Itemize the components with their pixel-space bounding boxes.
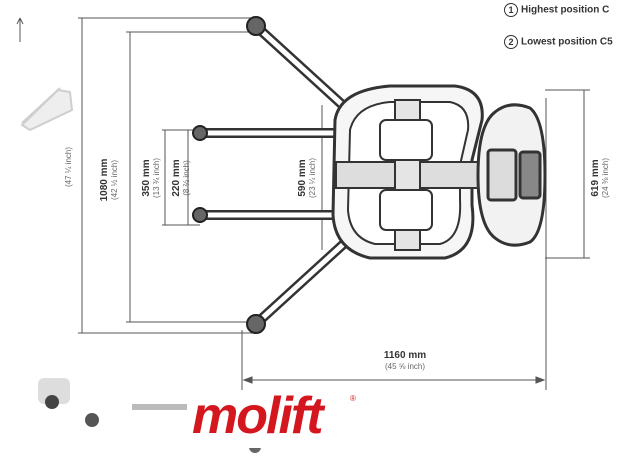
mast-width-label: 619 mm (24 ⅜ inch) [590,138,614,218]
leg-span-label: 350 mm (13 ¾ inch) [141,138,165,218]
lift-chassis [331,84,487,260]
outer-edge-inches: (47 ¼ inch) [64,146,73,188]
legend-text: Highest position C [521,4,610,16]
length-label: 1160 mm (45 ⅝ inch) [355,350,455,372]
overall-height-label: 1080 mm (42 ½ inch) [99,135,123,225]
inner-span-value: 220 mm [171,159,182,197]
lift-legs-inner [197,25,351,325]
width-center-label: 590 mm (23 ¼ inch) [297,133,321,223]
width-center-value: 590 mm [297,159,308,197]
mast-width-value: 619 mm [590,159,601,197]
inner-span-label: 220 mm (8 ⅔ inch) [171,138,195,218]
mast-width-inches: (24 ⅜ inch) [601,157,610,199]
legend-text: Lowest position C5 [521,36,613,48]
leg-span-value: 350 mm [141,159,152,197]
legend-number: 2 [504,35,518,49]
overall-height-inches: (42 ½ inch) [110,159,119,201]
outer-edge-label: (47 ¼ inch) [64,132,78,202]
caster-wheels [192,16,266,334]
inner-span-inches: (8 ⅔ inch) [182,160,191,196]
bottom-wheel-fragment [38,378,261,453]
dimension-lines [16,17,590,390]
legend-number: 1 [504,3,518,17]
logo-brand: molift [192,387,324,445]
lift-legs [195,23,353,327]
length-inches: (45 ⅝ inch) [384,362,426,371]
molift-logo: molift ® [190,387,360,448]
logo-registered-mark: ® [350,394,356,403]
leg-span-inches: (13 ¾ inch) [152,157,161,199]
control-unit [476,103,547,247]
side-view-fragment [20,87,74,132]
overall-height-value: 1080 mm [99,158,110,202]
width-center-inches: (23 ¼ inch) [308,157,317,199]
length-value: 1160 mm [383,350,427,361]
